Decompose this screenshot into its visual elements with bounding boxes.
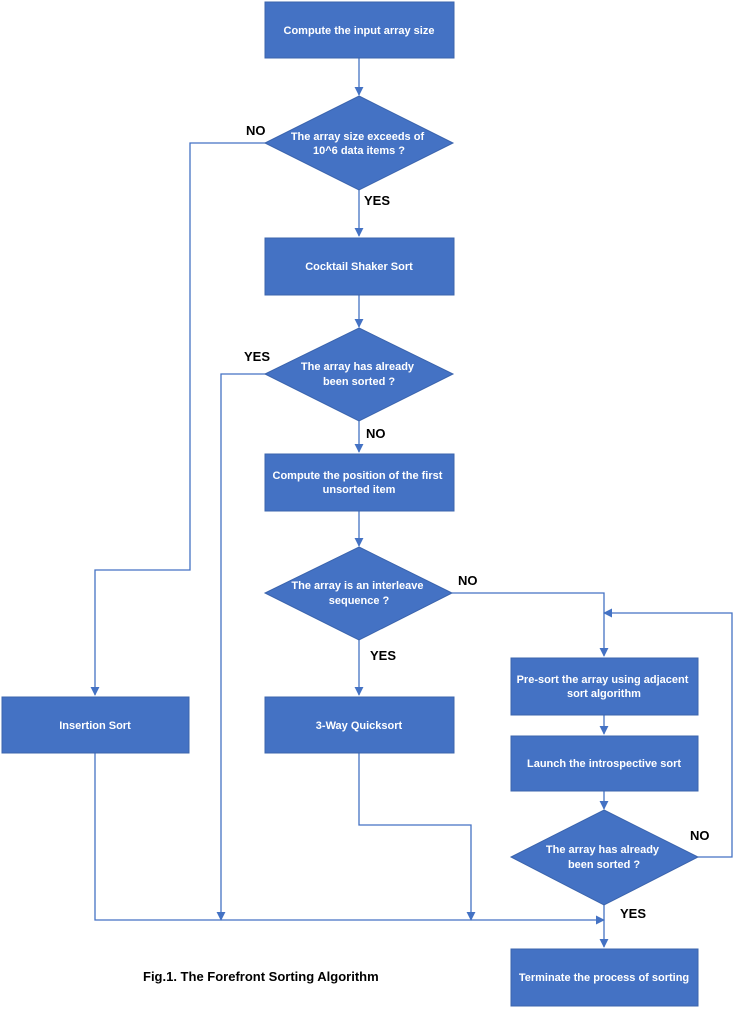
quicksort-label: 3-Way Quicksort <box>316 720 403 732</box>
label-interleave-yes: YES <box>370 648 396 663</box>
first-unsorted-box <box>264 453 455 512</box>
terminate-label: Terminate the process of sorting <box>519 972 689 984</box>
insertion-box <box>1 696 190 754</box>
size-check-diamond <box>263 95 455 191</box>
quicksort-box <box>264 696 455 754</box>
size-check-label: The array size exceeds of 10^6 data item… <box>291 131 427 157</box>
presort-box <box>510 657 699 716</box>
cocktail-box <box>264 237 455 296</box>
presort-label: Pre-sort the array using adjacent sort a… <box>517 674 692 700</box>
label-sorted2-no: NO <box>690 828 710 843</box>
cocktail-label: Cocktail Shaker Sort <box>305 261 413 273</box>
sorted-check-1-diamond <box>263 327 455 422</box>
first-unsorted-label: Compute the position of the first unsort… <box>273 470 446 496</box>
compute-size-box <box>264 1 455 59</box>
edges <box>90 58 733 948</box>
edge-quicksort-to-merge <box>358 753 476 921</box>
nodes: Compute the input array size The array s… <box>1 1 700 1007</box>
label-sorted1-no: NO <box>366 426 386 441</box>
figure-caption: Fig.1. The Forefront Sorting Algorithm <box>143 969 379 984</box>
terminate-box <box>510 948 699 1007</box>
introsort-box <box>510 735 699 792</box>
edge-labels: NO YES YES NO NO YES NO YES <box>244 123 710 921</box>
sorted-check-2-label: The array has already been sorted ? <box>546 844 662 871</box>
edge-interleave-no <box>452 592 609 657</box>
interleave-check-diamond <box>263 546 454 641</box>
label-size-yes: YES <box>364 193 390 208</box>
label-sorted1-yes: YES <box>244 349 270 364</box>
sorted-check-2-diamond <box>509 809 700 906</box>
label-size-no: NO <box>246 123 266 138</box>
edge-sorted1-yes <box>216 373 266 921</box>
compute-size-label: Compute the input array size <box>284 25 435 37</box>
interleave-check-label: The array is an interleave sequence ? <box>291 580 426 607</box>
edge-insertion-to-merge <box>94 753 605 925</box>
insertion-label: Insertion Sort <box>59 720 131 732</box>
edge-sorted2-no <box>603 608 733 858</box>
label-sorted2-yes: YES <box>620 906 646 921</box>
sorted-check-1-label: The array has already been sorted ? <box>301 361 417 388</box>
introsort-label: Launch the introspective sort <box>527 758 681 770</box>
label-interleave-no: NO <box>458 573 478 588</box>
edge-size-check-no <box>90 142 266 696</box>
